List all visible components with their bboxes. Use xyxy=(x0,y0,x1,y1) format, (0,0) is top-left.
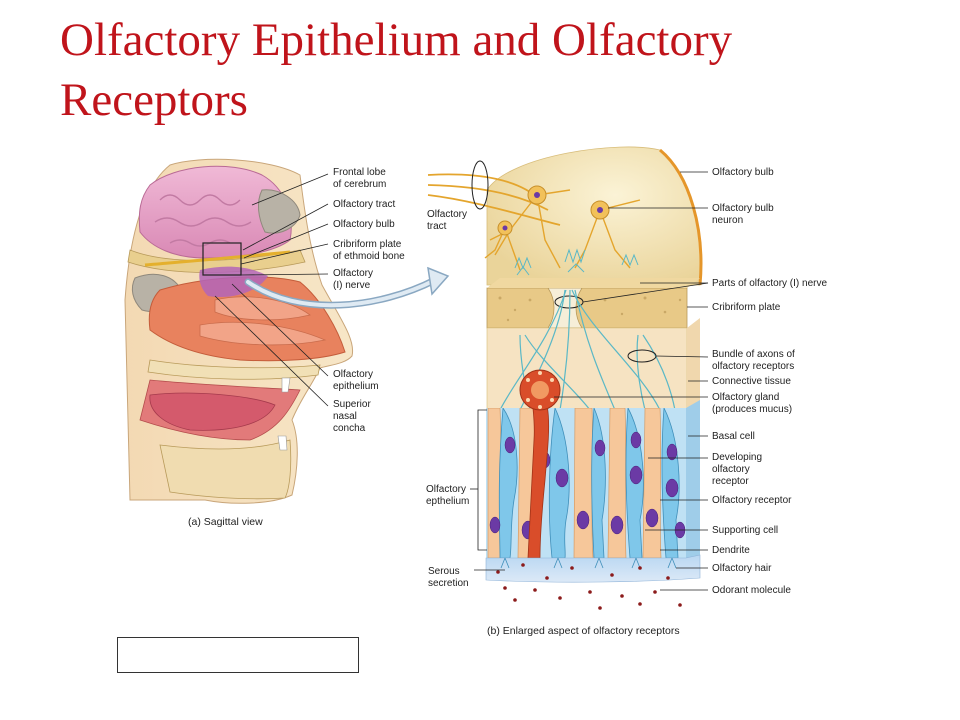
caption-sagittal: (a) Sagittal view xyxy=(188,516,263,528)
label-olfactory-hair: Olfactory hair xyxy=(712,563,772,574)
glomeruli xyxy=(514,248,639,276)
hard-palate xyxy=(147,359,321,380)
label-epithelium-1: Olfactory xyxy=(333,369,373,380)
axon-bundles xyxy=(499,289,676,411)
sagittal-labels: Frontal lobe of cerebrum Olfactory tract… xyxy=(333,167,405,434)
tract-cut-ring xyxy=(471,160,489,210)
gland-granules xyxy=(526,371,554,409)
sagittal-leader-lines xyxy=(214,173,329,407)
label-olfactory-tract: Olfactory tract xyxy=(333,199,395,210)
teeth xyxy=(277,377,291,451)
label-epthelium-1: Olfactory xyxy=(426,484,466,495)
label-frontal-lobe-1: Frontal lobe xyxy=(333,167,386,178)
label-olfactory-bulb: Olfactory bulb xyxy=(712,167,774,178)
neuron-somas xyxy=(497,185,610,236)
cribriform-plate xyxy=(486,287,688,329)
bone-pores xyxy=(498,296,682,322)
slide-title: Olfactory Epithelium and Olfactory Recep… xyxy=(60,10,920,130)
olfactory-region xyxy=(199,266,268,298)
label-basal-cell: Basal cell xyxy=(712,431,755,442)
label-nerve-parts: Parts of olfactory (I) nerve xyxy=(712,278,827,289)
label-gland-1: Olfactory gland xyxy=(712,392,779,403)
label-frontal-lobe-2: of cerebrum xyxy=(333,179,386,190)
cribriform-top xyxy=(487,278,700,288)
enlarged-view: Olfactory tract Olfactory epthelium Sero… xyxy=(426,146,827,637)
sagittal-view: Frontal lobe of cerebrum Olfactory tract… xyxy=(124,158,450,528)
label-epithelium-2: epithelium xyxy=(333,381,379,392)
label-concha-1: Superior xyxy=(333,399,371,410)
olfactory-hairs xyxy=(500,557,677,569)
mucus-layer xyxy=(485,554,701,583)
label-dendrite: Dendrite xyxy=(712,545,750,556)
empty-answer-box xyxy=(117,637,359,673)
brain-frontal-lobe xyxy=(138,165,292,259)
title-line-1: Olfactory Epithelium and Olfactory xyxy=(60,14,733,66)
label-cribriform-plate: Cribriform plate xyxy=(712,302,781,313)
zoom-arrow-head xyxy=(427,266,450,296)
label-odorant-molecule: Odorant molecule xyxy=(712,585,791,596)
caption-enlarged: (b) Enlarged aspect of olfactory recepto… xyxy=(487,625,680,637)
label-developing-1: Developing xyxy=(712,452,762,463)
odorant-molecules xyxy=(496,563,682,610)
cranial-bone xyxy=(127,249,306,273)
zoom-arrow-inner xyxy=(246,278,437,308)
frontal-sinus xyxy=(257,189,301,234)
label-bulb-neuron-1: Olfactory bulb xyxy=(712,203,774,214)
enlarged-leader-lines xyxy=(470,171,709,591)
label-developing-2: olfactory xyxy=(712,464,750,475)
tongue xyxy=(149,392,276,431)
enlarged-left-labels: Olfactory tract Olfactory epthelium Sero… xyxy=(426,209,469,589)
olfactory-gland-duct xyxy=(527,408,550,558)
label-concha-2: nasal xyxy=(333,411,357,422)
label-olfactory-nerve-2: (I) nerve xyxy=(333,280,371,291)
label-connective: Connective tissue xyxy=(712,376,791,387)
label-cribriform-2: of ethmoid bone xyxy=(333,251,405,262)
brain-folds xyxy=(154,194,252,247)
label-serous-1: Serous xyxy=(428,566,460,577)
olfactory-tract-line xyxy=(144,250,291,267)
epithelium-cells xyxy=(486,408,686,558)
label-serous-2: secretion xyxy=(428,578,469,589)
label-concha-3: concha xyxy=(333,423,366,434)
label-developing-3: receptor xyxy=(712,476,749,487)
label-olfactory-receptor: Olfactory receptor xyxy=(712,495,792,506)
bulb-edge xyxy=(659,148,703,286)
label-olfactory-bulb: Olfactory bulb xyxy=(333,219,395,230)
label-supporting-cell: Supporting cell xyxy=(712,525,778,536)
label-cribriform-1: Cribriform plate xyxy=(333,239,402,250)
label-bundle-1: Bundle of axons of xyxy=(712,349,795,360)
connective-tissue xyxy=(486,327,688,411)
label-bundle-2: olfactory receptors xyxy=(712,361,794,372)
label-bulb-neuron-2: neuron xyxy=(712,215,743,226)
zoom-box xyxy=(202,242,242,276)
label-gland-2: (produces mucus) xyxy=(712,404,792,415)
label-olfactory-nerve-1: Olfactory xyxy=(333,268,373,279)
label-tract-2: tract xyxy=(427,221,447,232)
gland-lumen xyxy=(531,381,549,399)
conchae xyxy=(199,296,327,346)
label-epthelium-2: epthelium xyxy=(426,496,469,507)
lower-jaw xyxy=(159,439,292,500)
title-line-2: Receptors xyxy=(60,74,248,126)
label-tract-1: Olfactory xyxy=(427,209,467,220)
epithelium-side xyxy=(686,400,700,560)
enlarged-right-labels: Olfactory bulb Olfactory bulb neuron Par… xyxy=(712,167,827,596)
